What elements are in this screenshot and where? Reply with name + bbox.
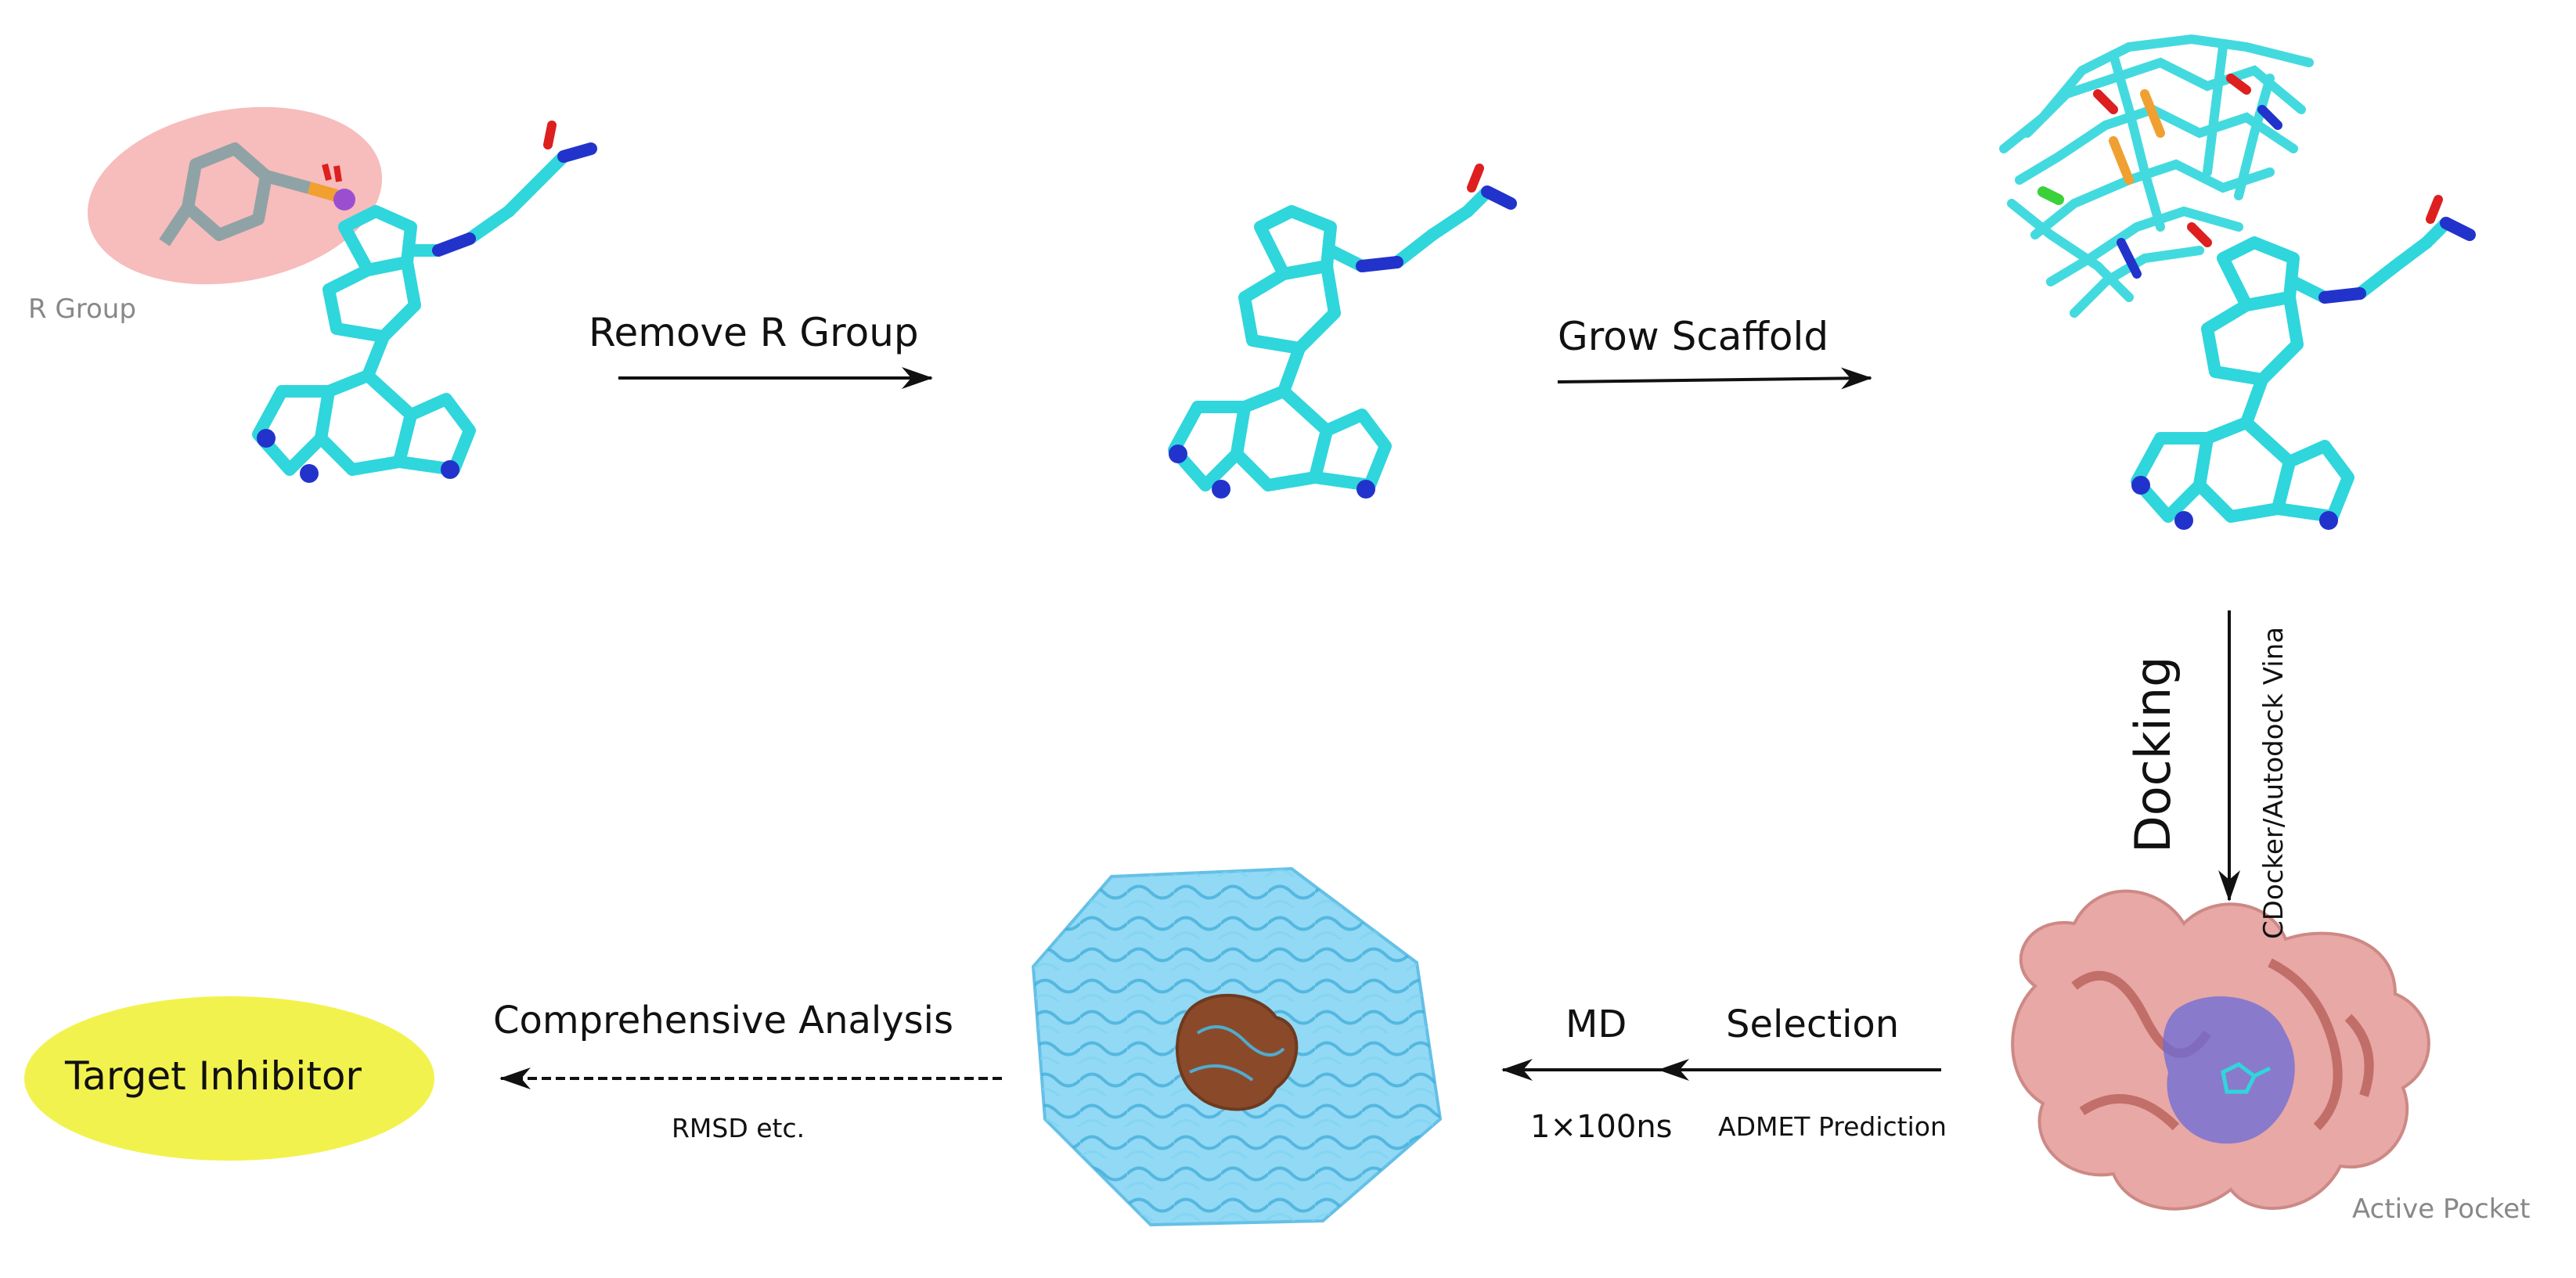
md-water-box (1031, 866, 1443, 1227)
docking-tools-label: CDocker/Autodock Vina (2258, 626, 2290, 939)
active-pocket-label: Active Pocket (2352, 1193, 2531, 1225)
target-inhibitor-ellipse (24, 996, 434, 1161)
md-label: MD (1565, 1003, 1627, 1046)
docking-label: Docking (2124, 656, 2181, 853)
r-group-phenyl (159, 142, 312, 247)
admet-label: ADMET Prediction (1718, 1111, 1947, 1142)
remove-r-group-label: Remove R Group (589, 310, 919, 355)
grow-scaffold-label: Grow Scaffold (1558, 314, 1829, 359)
grown-scaffold-cluster (1999, 34, 2476, 530)
scaffold-molecule (1168, 164, 1517, 499)
target-inhibitor-label: Target Inhibitor (65, 1053, 362, 1099)
selection-label: Selection (1726, 1003, 1900, 1046)
molecule-with-r-group (87, 106, 597, 483)
arrow-grow-scaffold (1557, 367, 1872, 390)
rmsd-label: RMSD etc. (672, 1113, 805, 1143)
protein-active-pocket (2011, 889, 2430, 1211)
comprehensive-analysis-label: Comprehensive Analysis (493, 999, 953, 1042)
r-group-label: R Group (28, 293, 136, 325)
md-time-label: 1×100ns (1530, 1109, 1673, 1145)
